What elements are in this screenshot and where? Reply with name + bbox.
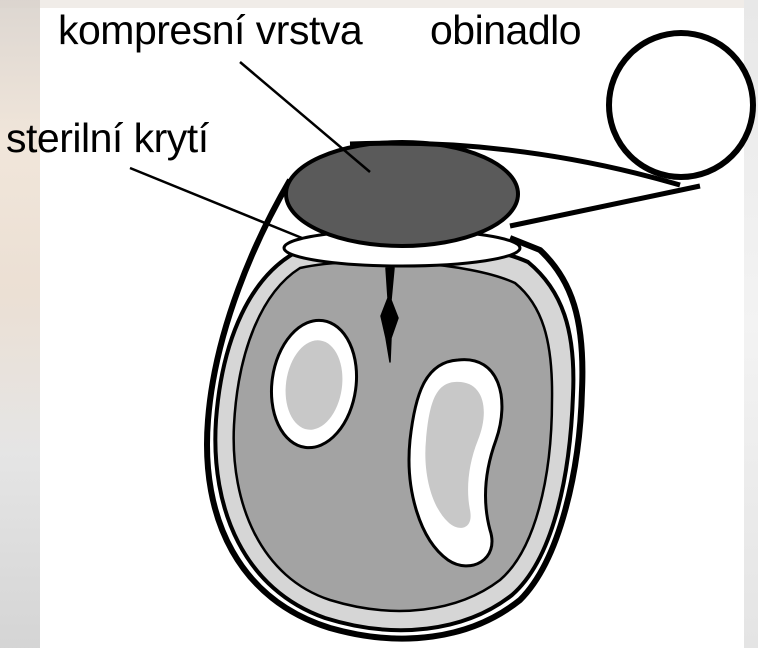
label-compression-layer: kompresní vrstva [58,10,362,51]
compression-layer [286,142,518,246]
bandage-roll-icon [609,33,753,177]
leader-line-compression-layer [240,62,370,172]
label-bandage: obinadlo [430,10,581,51]
label-sterile-dressing: sterilní krytí [6,118,209,159]
bandage-strip-lower [510,186,700,226]
